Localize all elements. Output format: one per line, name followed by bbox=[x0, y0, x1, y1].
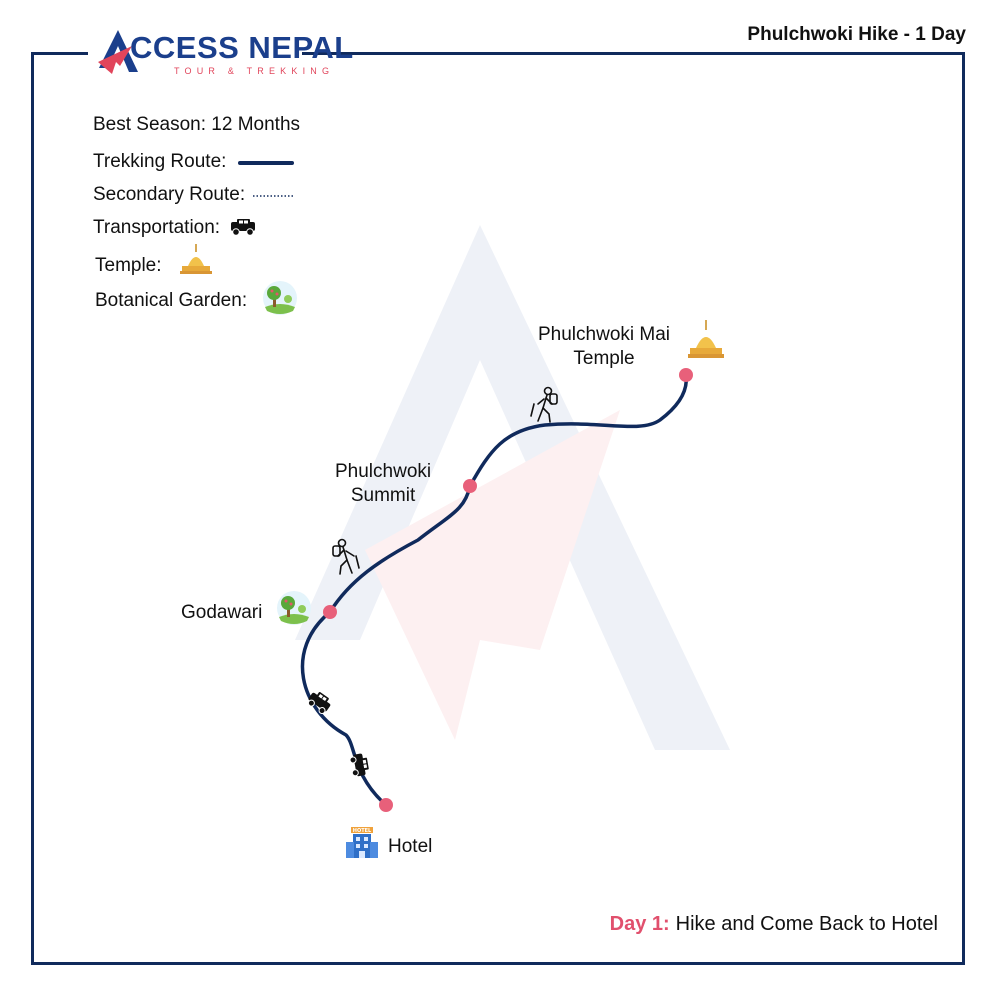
garden-icon bbox=[277, 591, 311, 625]
day-text: Hike and Come Back to Hotel bbox=[675, 913, 938, 935]
legend-label: Trekking Route: bbox=[93, 151, 227, 172]
legend-temple: Temple: bbox=[95, 244, 218, 278]
trekking-route-line bbox=[300, 373, 689, 807]
place-label-godawari: Godawari bbox=[181, 602, 263, 623]
jeep-icon bbox=[307, 692, 331, 715]
stop-hotel bbox=[379, 798, 393, 812]
jeep-icon bbox=[349, 753, 369, 777]
legend-transportation: Transportation: bbox=[93, 217, 260, 239]
legend-label: Secondary Route: bbox=[93, 184, 246, 205]
place-label-summit: Phulchwoki Summit bbox=[335, 461, 432, 506]
svg-text:HOTEL: HOTEL bbox=[353, 828, 372, 834]
brand-name: CCESS NEPAL bbox=[130, 30, 354, 65]
place-label-hotel: Hotel bbox=[388, 836, 433, 857]
day-description: Day 1:Hike and Come Back to Hotel bbox=[610, 913, 938, 936]
map-frame bbox=[31, 52, 965, 965]
hotel-icon: HOTEL bbox=[346, 827, 378, 858]
jeep-icon bbox=[231, 219, 256, 236]
garden-icon bbox=[263, 281, 298, 315]
season-text: Best Season: 12 Months bbox=[93, 114, 301, 135]
legend-trekking-route: Trekking Route: bbox=[93, 151, 296, 173]
stop-temple bbox=[679, 368, 693, 382]
stop-summit bbox=[463, 479, 477, 493]
brand-tagline: TOUR & TREKKING bbox=[174, 66, 335, 76]
temple-icon bbox=[688, 320, 724, 358]
hiker-icon bbox=[332, 538, 360, 575]
legend-label: Botanical Garden: bbox=[95, 290, 248, 311]
legend-secondary-route: Secondary Route: bbox=[93, 184, 297, 206]
watermark-logo-icon bbox=[295, 225, 730, 750]
temple-icon bbox=[179, 244, 212, 274]
legend-label: Temple: bbox=[95, 255, 162, 276]
hiker-icon bbox=[530, 386, 558, 423]
logo-mark-icon bbox=[98, 30, 138, 74]
place-label-temple: Phulchwoki Mai Temple bbox=[538, 324, 670, 369]
legend-season: Best Season: 12 Months bbox=[93, 114, 300, 136]
legend-botanical-garden: Botanical Garden: bbox=[95, 281, 299, 317]
legend-label: Transportation: bbox=[93, 217, 221, 238]
solid-line-icon bbox=[238, 161, 295, 165]
page-title: Phulchwoki Hike - 1 Day bbox=[747, 24, 966, 45]
day-label: Day 1: bbox=[609, 913, 670, 935]
stop-godawari bbox=[323, 605, 337, 619]
